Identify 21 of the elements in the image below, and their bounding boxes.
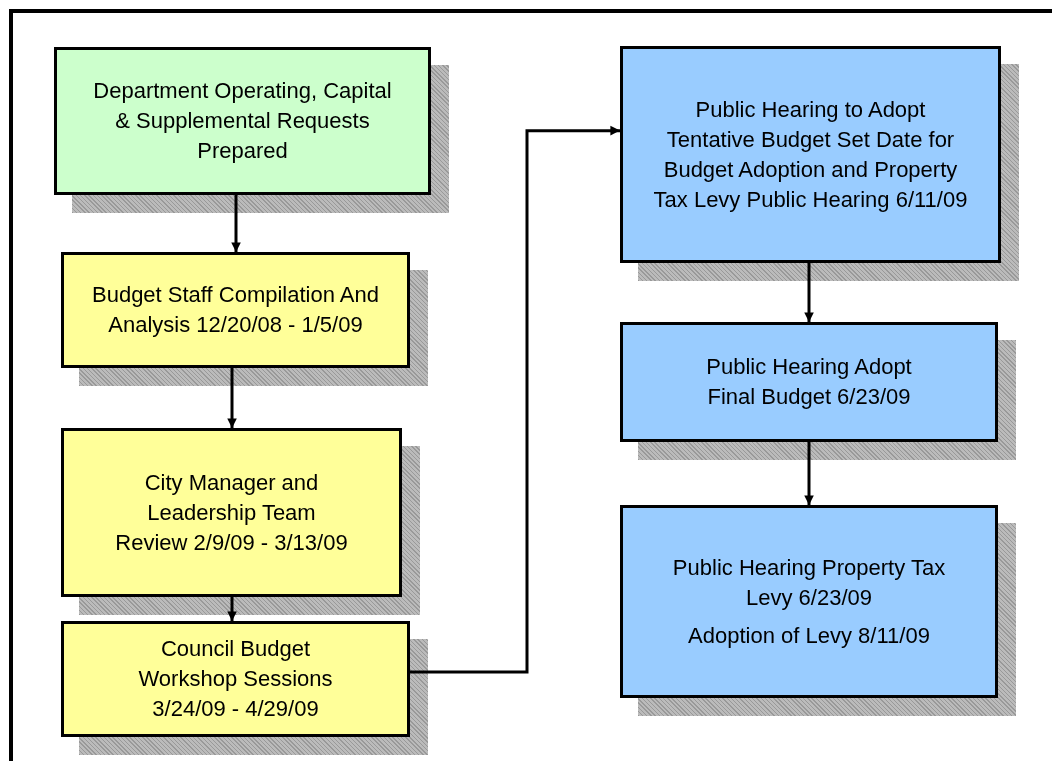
process-box [620, 46, 1001, 263]
process-box [620, 505, 998, 698]
step-text: Public Hearing to Adopt Tentative Budget Set Date for Budget Adoption and Property Tax Levy Public Hearing 6/11/09 [652, 95, 969, 214]
process-box [61, 252, 410, 368]
arrow [231, 195, 241, 252]
arrow [804, 263, 814, 322]
step-text: Public Hearing Property Tax Levy 6/23/09 [671, 553, 947, 612]
step-text: Council Budget Workshop Sessions 3/24/09 - 4/29/09 [137, 635, 334, 723]
process-box [620, 322, 998, 442]
arrow [227, 597, 237, 621]
arrow [227, 368, 237, 428]
step-text: Adoption of Levy 8/11/09 [688, 621, 930, 650]
step-text: Department Operating, Capital & Supplemental Requests Prepared [92, 77, 393, 165]
step-text: City Manager and Leadership Team Review 2/9/09 - 3/13/09 [114, 468, 349, 557]
process-box [61, 621, 410, 737]
step-text: Public Hearing Adopt Final Budget 6/23/09 [705, 353, 913, 411]
process-box [61, 428, 402, 597]
arrow [410, 125, 620, 674]
step-text: Budget Staff Compilation And Analysis 12/20/08 - 1/5/09 [91, 281, 380, 339]
process-box [54, 47, 431, 195]
arrow [804, 442, 814, 505]
